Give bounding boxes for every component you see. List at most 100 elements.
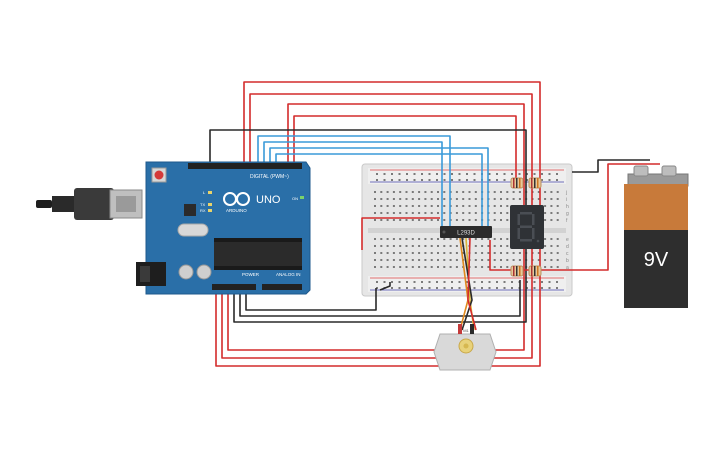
- breadboard-hole[interactable]: [418, 238, 421, 240]
- breadboard-hole[interactable]: [455, 219, 458, 221]
- resistor[interactable]: [510, 177, 524, 189]
- breadboard-hole[interactable]: [500, 238, 502, 240]
- breadboard-hole[interactable]: [399, 219, 402, 221]
- breadboard-hole[interactable]: [418, 245, 421, 247]
- breadboard-hole[interactable]: [511, 281, 513, 283]
- breadboard-hole[interactable]: [406, 179, 408, 181]
- breadboard-hole[interactable]: [548, 287, 551, 289]
- breadboard-hole[interactable]: [437, 219, 439, 221]
- breadboard-hole[interactable]: [437, 252, 439, 254]
- breadboard-hole[interactable]: [550, 205, 553, 207]
- breadboard-hole[interactable]: [406, 173, 408, 175]
- breadboard-hole[interactable]: [556, 191, 559, 193]
- breadboard-hole[interactable]: [462, 198, 465, 200]
- breadboard-hole[interactable]: [443, 259, 446, 261]
- breadboard-hole[interactable]: [376, 281, 378, 283]
- breadboard-hole[interactable]: [462, 252, 465, 254]
- breadboard-hole[interactable]: [455, 259, 458, 261]
- breadboard-hole[interactable]: [386, 191, 389, 193]
- breadboard-hole[interactable]: [481, 252, 484, 254]
- breadboard-hole[interactable]: [405, 245, 408, 247]
- breadboard-hole[interactable]: [424, 205, 427, 207]
- breadboard-hole[interactable]: [512, 259, 515, 261]
- breadboard-hole[interactable]: [550, 266, 553, 268]
- breadboard-hole[interactable]: [380, 238, 383, 240]
- breadboard-hole[interactable]: [391, 287, 393, 289]
- breadboard-hole[interactable]: [556, 219, 559, 221]
- breadboard-hole[interactable]: [487, 245, 490, 247]
- breadboard-hole[interactable]: [421, 173, 423, 175]
- breadboard-hole[interactable]: [556, 252, 559, 254]
- breadboard-hole[interactable]: [518, 252, 521, 254]
- breadboard-hole[interactable]: [500, 266, 502, 268]
- breadboard-hole[interactable]: [512, 252, 515, 254]
- breadboard-hole[interactable]: [411, 266, 414, 268]
- breadboard-hole[interactable]: [405, 238, 408, 240]
- breadboard-hole[interactable]: [443, 205, 446, 207]
- breadboard-hole[interactable]: [493, 219, 496, 221]
- breadboard-hole[interactable]: [411, 191, 414, 193]
- breadboard-hole[interactable]: [376, 287, 378, 289]
- breadboard-hole[interactable]: [374, 266, 376, 268]
- breadboard-hole[interactable]: [462, 191, 465, 193]
- breadboard-hole[interactable]: [556, 212, 559, 214]
- breadboard-hole[interactable]: [474, 191, 477, 193]
- breadboard-hole[interactable]: [474, 205, 477, 207]
- breadboard-hole[interactable]: [455, 198, 458, 200]
- breadboard-hole[interactable]: [455, 252, 458, 254]
- breadboard-hole[interactable]: [376, 173, 378, 175]
- breadboard-hole[interactable]: [411, 198, 414, 200]
- breadboard-hole[interactable]: [424, 252, 427, 254]
- breadboard-hole[interactable]: [399, 238, 402, 240]
- breadboard-hole[interactable]: [493, 266, 496, 268]
- breadboard-hole[interactable]: [399, 252, 402, 254]
- breadboard-hole[interactable]: [493, 212, 496, 214]
- digital-header[interactable]: [188, 163, 302, 169]
- breadboard-hole[interactable]: [413, 281, 416, 283]
- breadboard-hole[interactable]: [537, 198, 540, 200]
- breadboard-hole[interactable]: [392, 252, 395, 254]
- breadboard-hole[interactable]: [383, 179, 386, 181]
- breadboard-hole[interactable]: [500, 219, 502, 221]
- breadboard-hole[interactable]: [380, 205, 383, 207]
- breadboard-hole[interactable]: [493, 245, 496, 247]
- breadboard-hole[interactable]: [458, 287, 461, 289]
- breadboard-hole[interactable]: [556, 198, 559, 200]
- breadboard-hole[interactable]: [430, 259, 433, 261]
- breadboard-hole[interactable]: [398, 281, 401, 283]
- breadboard-hole[interactable]: [386, 252, 389, 254]
- breadboard-hole[interactable]: [488, 281, 491, 283]
- breadboard-hole[interactable]: [392, 266, 395, 268]
- breadboard-hole[interactable]: [473, 287, 476, 289]
- breadboard-hole[interactable]: [511, 173, 513, 175]
- breadboard-hole[interactable]: [380, 245, 383, 247]
- breadboard-hole[interactable]: [405, 259, 408, 261]
- breadboard-hole[interactable]: [449, 238, 452, 240]
- breadboard-hole[interactable]: [392, 191, 395, 193]
- breadboard-hole[interactable]: [506, 198, 509, 200]
- seven-segment-display[interactable]: [510, 205, 544, 249]
- breadboard-hole[interactable]: [374, 259, 376, 261]
- breadboard-hole[interactable]: [518, 198, 521, 200]
- breadboard-hole[interactable]: [386, 205, 389, 207]
- breadboard-hole[interactable]: [405, 219, 408, 221]
- breadboard-hole[interactable]: [376, 179, 378, 181]
- breadboard-hole[interactable]: [399, 205, 402, 207]
- breadboard-hole[interactable]: [541, 287, 543, 289]
- breadboard-hole[interactable]: [399, 191, 402, 193]
- breadboard-hole[interactable]: [374, 212, 376, 214]
- breadboard-hole[interactable]: [474, 219, 477, 221]
- breadboard-hole[interactable]: [455, 238, 458, 240]
- breadboard-hole[interactable]: [474, 198, 477, 200]
- breadboard-hole[interactable]: [443, 266, 446, 268]
- breadboard-hole[interactable]: [455, 245, 458, 247]
- breadboard-hole[interactable]: [462, 205, 465, 207]
- breadboard-hole[interactable]: [443, 238, 446, 240]
- breadboard-hole[interactable]: [411, 212, 414, 214]
- breadboard-hole[interactable]: [374, 252, 376, 254]
- breadboard-hole[interactable]: [468, 212, 471, 214]
- breadboard-hole[interactable]: [468, 191, 471, 193]
- breadboard-hole[interactable]: [424, 191, 427, 193]
- breadboard-hole[interactable]: [556, 281, 558, 283]
- breadboard-hole[interactable]: [503, 179, 506, 181]
